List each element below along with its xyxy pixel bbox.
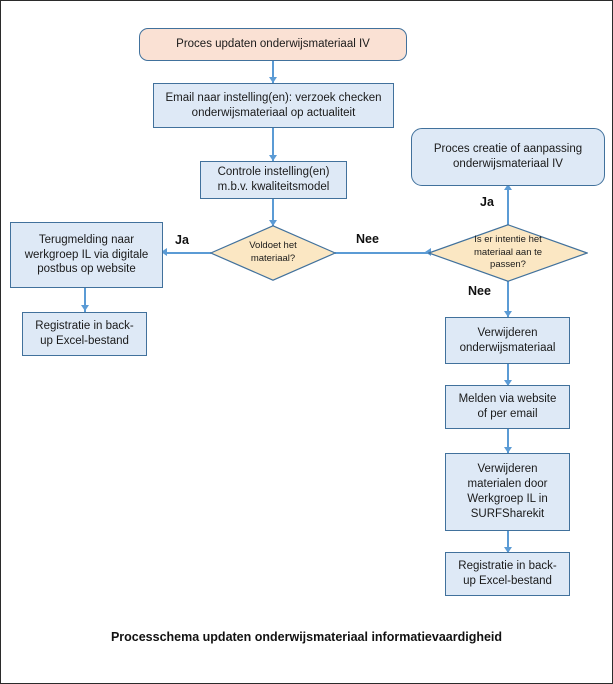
node-registratie-backup-right[interactable]: Registratie in back- up Excel-bestand xyxy=(445,552,570,596)
node-terugmelding-werkgroep[interactable]: Terugmelding naar werkgroep IL via digit… xyxy=(10,222,163,288)
node-label: Is er intentie het materiaal aan te pass… xyxy=(473,233,543,271)
diamond-shape xyxy=(210,225,336,281)
node-label: Melden via website of per email xyxy=(458,393,557,420)
node-registratie-backup-left[interactable]: Registratie in back- up Excel-bestand xyxy=(22,312,147,356)
node-label: Terugmelding naar werkgroep IL via digit… xyxy=(24,233,149,276)
node-label: Verwijderen materialen door Werkgroep IL… xyxy=(467,463,548,520)
edge-label-nee-down: Nee xyxy=(468,284,491,298)
arrowhead-email-to-controle xyxy=(268,155,277,161)
connector-melden-to-verwijderen-surf xyxy=(507,429,509,453)
node-label: Proces updaten onderwijsmateriaal IV xyxy=(176,38,370,51)
connector-terugmelding-to-registratie xyxy=(84,288,86,312)
node-label: Voldoet het materiaal? xyxy=(249,240,297,264)
connector-controle-to-decision xyxy=(272,198,274,226)
arrowhead-intentie-ja-up xyxy=(503,184,512,190)
node-proces-creatie-aanpassing[interactable]: Proces creatie of aanpassing onderwijsma… xyxy=(411,128,605,186)
node-label: Registratie in back- up Excel-bestand xyxy=(35,320,134,347)
connector-email-to-controle xyxy=(272,127,274,161)
node-melden-via-website[interactable]: Melden via website of per email xyxy=(445,385,570,429)
node-label: Proces creatie of aanpassing onderwijsma… xyxy=(433,143,583,170)
arrowhead-controle-to-decision xyxy=(268,220,277,226)
arrowhead-verwijderen-surf-to-registratie xyxy=(503,547,512,553)
connector-verwijderen-to-melden xyxy=(507,364,509,387)
node-label: Registratie in back- up Excel-bestand xyxy=(458,560,557,587)
connector-verwijderen-surf-to-registratie xyxy=(507,531,509,554)
arrowhead-melden-to-verwijderen-surf xyxy=(503,447,512,453)
connector-decision-ja-left xyxy=(164,252,211,254)
node-controle-instellingen[interactable]: Controle instelling(en) m.b.v. kwaliteit… xyxy=(200,161,347,199)
edge-label-ja-left: Ja xyxy=(175,233,189,247)
node-email-instellingen[interactable]: Email naar instelling(en): verzoek check… xyxy=(153,83,394,128)
arrowhead-terugmelding-to-registratie xyxy=(80,305,89,311)
arrowhead-intentie-nee-down xyxy=(503,311,512,317)
connector-intentie-nee-down xyxy=(507,281,509,317)
arrowhead-verwijderen-to-melden xyxy=(503,380,512,386)
connector-intentie-ja-up xyxy=(507,187,509,225)
node-label: Controle instelling(en) m.b.v. kwaliteit… xyxy=(217,166,330,193)
node-verwijderen-materialen-surfsharekit[interactable]: Verwijderen materialen door Werkgroep IL… xyxy=(445,453,570,531)
arrowhead-decision-ja-left xyxy=(161,248,167,256)
edge-label-nee-right: Nee xyxy=(356,232,379,246)
diamond-shape xyxy=(428,224,588,282)
connector-start-to-email xyxy=(272,60,274,84)
node-label: Verwijderen onderwijsmateriaal xyxy=(459,326,556,354)
node-verwijderen-onderwijsmateriaal[interactable]: Verwijderen onderwijsmateriaal xyxy=(445,317,570,364)
connector-decision-nee-right xyxy=(335,252,430,254)
node-decision-intentie-aanpassen[interactable]: Is er intentie het materiaal aan te pass… xyxy=(428,224,588,282)
edge-label-ja-up: Ja xyxy=(480,195,494,209)
node-decision-voldoet-materiaal[interactable]: Voldoet het materiaal? xyxy=(210,225,336,281)
node-label: Email naar instelling(en): verzoek check… xyxy=(165,91,382,119)
arrowhead-decision-nee-into-right-diamond xyxy=(425,248,431,256)
arrowhead-start-to-email xyxy=(268,77,277,83)
diagram-caption: Processchema updaten onderwijsmateriaal … xyxy=(110,630,503,644)
node-proces-updaten-start[interactable]: Proces updaten onderwijsmateriaal IV xyxy=(139,28,407,61)
